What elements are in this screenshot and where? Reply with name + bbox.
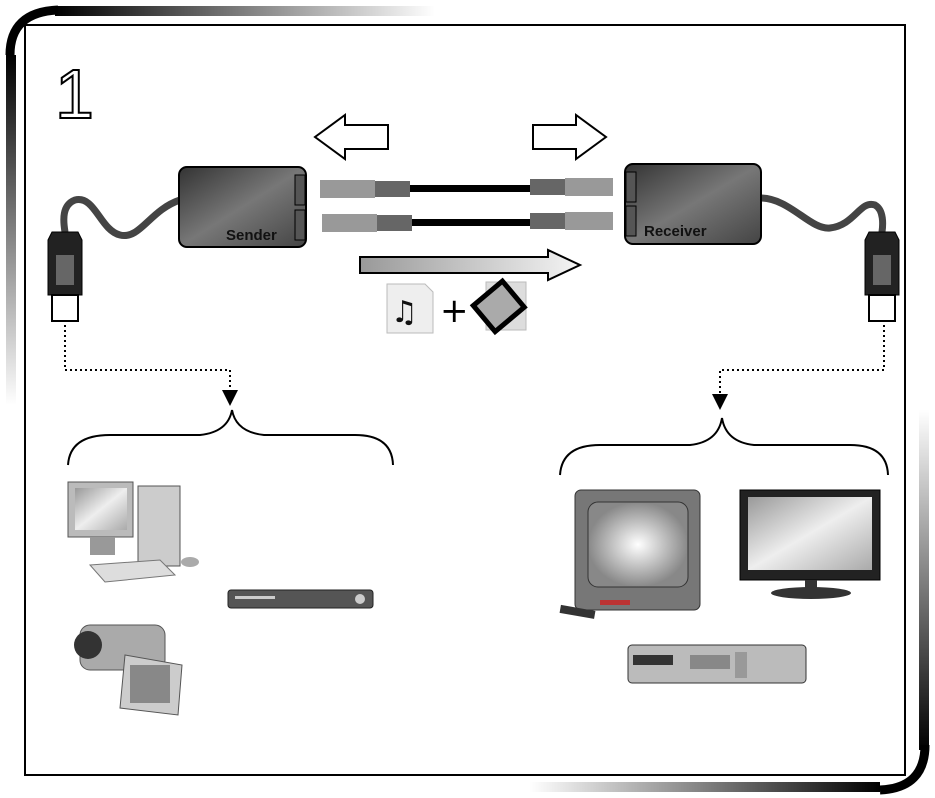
hdmi-cable-right — [759, 194, 887, 233]
plus-sign-icon: + — [440, 291, 469, 331]
svg-text:♫: ♫ — [391, 295, 418, 330]
remote-control-icon — [559, 604, 596, 619]
frame-top-gradient — [55, 6, 435, 16]
corner-top-left — [5, 5, 59, 56]
signal-direction-arrow — [359, 248, 583, 282]
frame — [5, 5, 930, 795]
crt-tv-icon — [559, 489, 701, 619]
frame-right-gradient — [919, 410, 929, 750]
connector-left — [64, 325, 238, 406]
arrow-left-icon — [313, 113, 389, 161]
camcorder-icon — [74, 624, 183, 716]
connector-right — [712, 325, 885, 410]
arrow-right-icon — [532, 113, 608, 161]
ethernet-cable-2 — [322, 212, 613, 232]
audio-file-icon: ♫ — [386, 283, 434, 334]
frame-left-gradient — [6, 55, 16, 405]
set-top-box-icon — [627, 644, 807, 684]
video-file-icon — [469, 277, 528, 336]
desktop-computer-icon — [67, 481, 199, 583]
dvd-player-icon — [227, 589, 374, 609]
hdmi-cable-left — [60, 196, 182, 239]
hdmi-plug-left-icon — [47, 231, 83, 322]
frame-bottom-gradient — [530, 782, 880, 792]
receiver-label: Receiver — [644, 223, 707, 240]
step-number: 1 — [55, 55, 94, 133]
sender-label: Sender — [226, 227, 277, 244]
brace-displays — [559, 417, 889, 476]
hdmi-plug-right-icon — [864, 231, 900, 322]
receiver-unit: Receiver — [624, 163, 762, 245]
brace-sources — [67, 409, 394, 466]
corner-bottom-right — [879, 744, 930, 795]
ethernet-cable-1 — [320, 178, 613, 198]
flat-monitor-icon — [739, 489, 881, 599]
sender-unit: Sender — [178, 166, 307, 248]
